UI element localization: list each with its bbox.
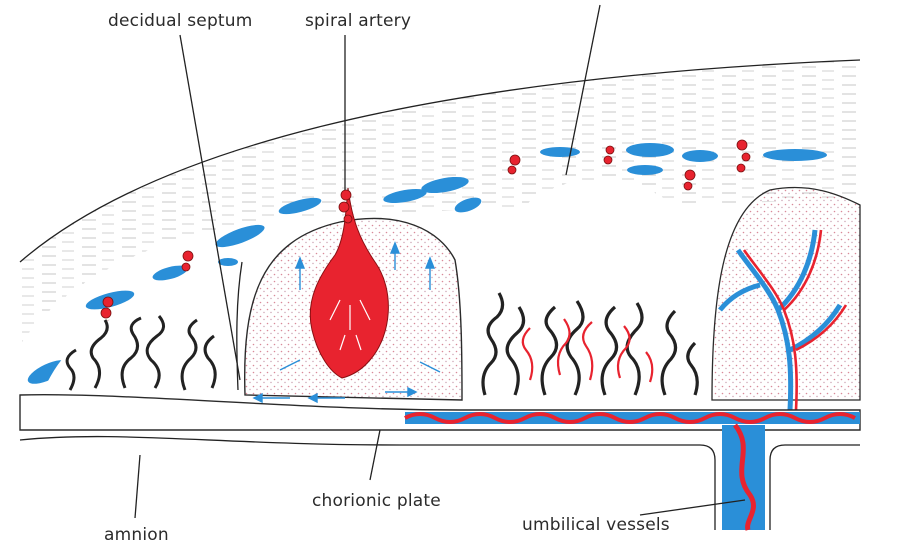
cotyledon-center-right	[465, 180, 714, 400]
label-spiral-artery: spiral artery	[305, 11, 411, 31]
label-chorionic-plate: chorionic plate	[312, 491, 441, 511]
label-amnion: amnion	[104, 525, 169, 545]
cotyledon-left	[40, 300, 240, 400]
label-decidual-septum: decidual septum	[108, 11, 253, 31]
label-umbilical-vessels: umbilical vessels	[522, 515, 670, 535]
cotyledon-right	[712, 188, 860, 410]
amnion-right	[770, 445, 860, 530]
umbilical-cord	[722, 425, 765, 530]
chorionic-vessels	[405, 414, 860, 422]
